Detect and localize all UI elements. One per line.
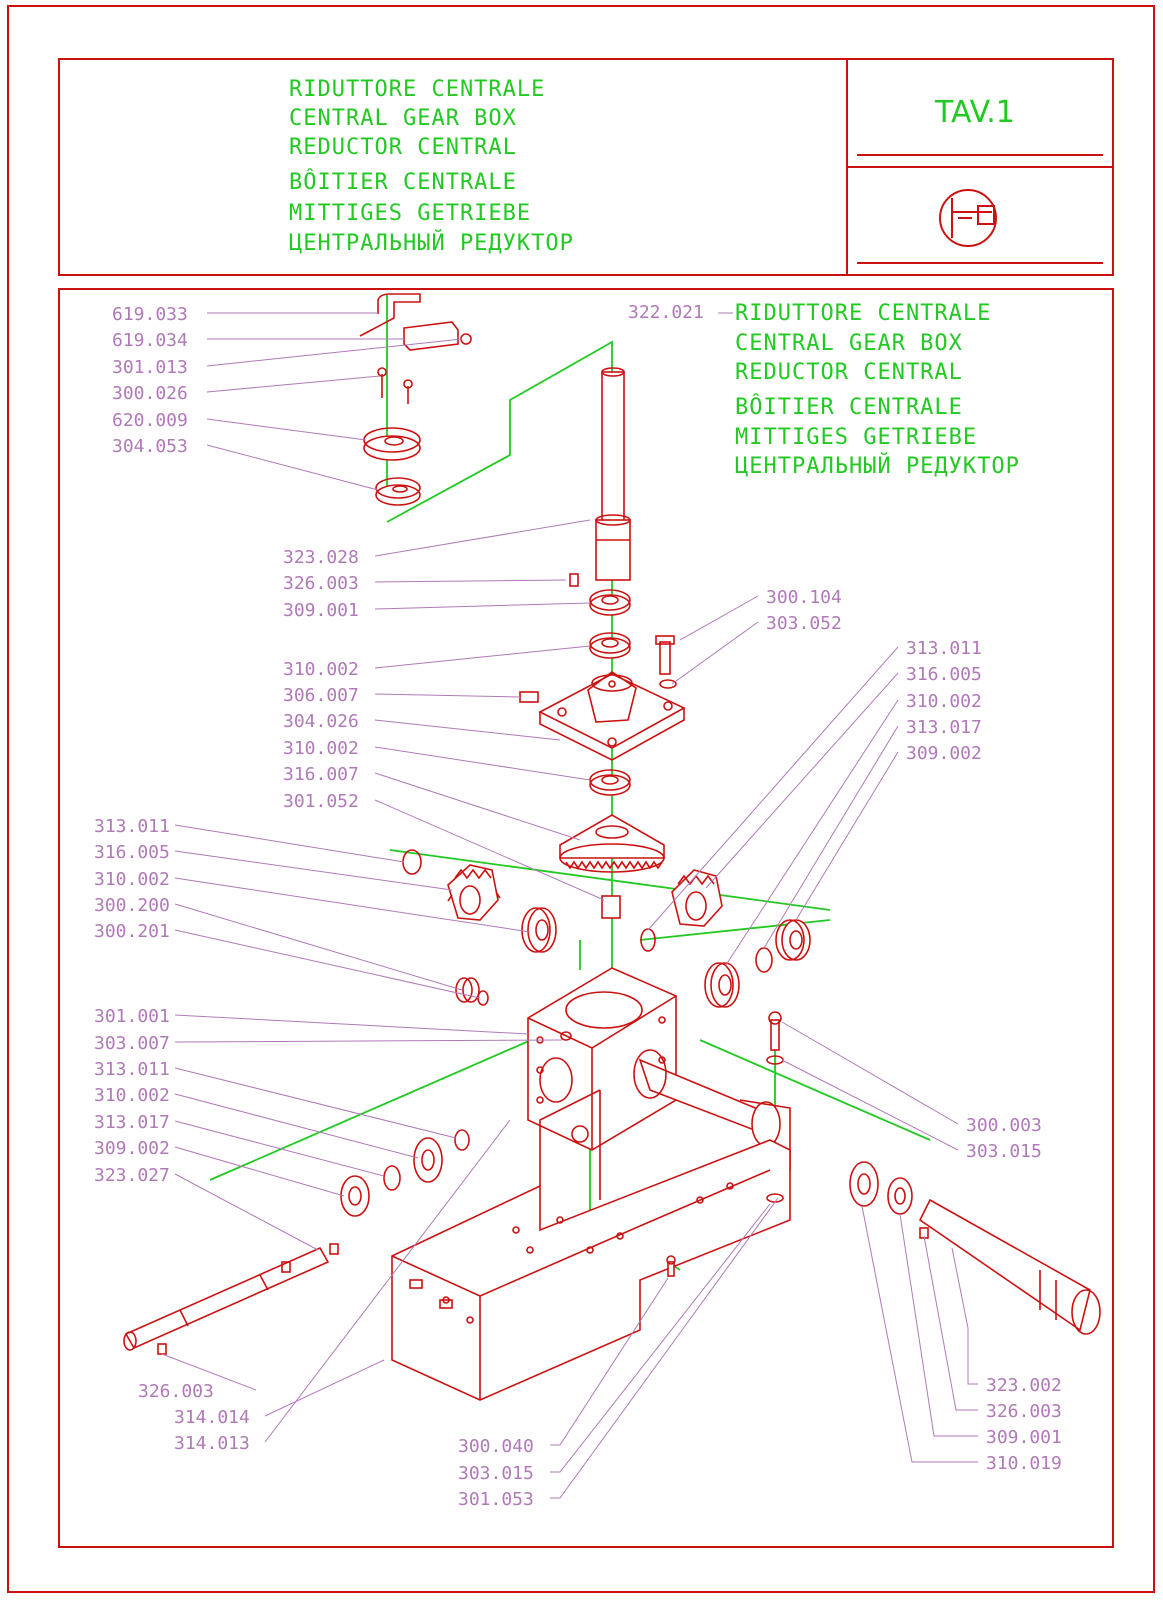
title-block: RIDUTTORE CENTRALE CENTRAL GEAR BOX REDU… [58, 58, 1114, 276]
part-label: 303.015 [458, 1463, 534, 1484]
part-label: 300.104 [766, 587, 842, 608]
part-label: 323.028 [283, 547, 359, 568]
part-label: 310.019 [986, 1453, 1062, 1474]
left-gear-set [402, 849, 557, 1006]
part-label: 326.003 [138, 1381, 214, 1402]
exploded-gearbox-drawing [123, 293, 1101, 1401]
part-label: 310.002 [94, 1085, 170, 1106]
assembly-line-1: RIDUTTORE CENTRALE [735, 301, 991, 326]
top-parts [359, 293, 472, 506]
part-label: 301.053 [458, 1489, 534, 1510]
part-label: 303.052 [766, 613, 842, 634]
cover-plate [538, 671, 686, 761]
part-label: 310.002 [94, 869, 170, 890]
logo-icon [939, 189, 997, 247]
part-label: 309.001 [283, 600, 359, 621]
assembly-line-4: BÔITIER CENTRALE [735, 394, 963, 420]
title-line-5: MITTIGES GETRIEBE [289, 201, 531, 226]
title-line-2: CENTRAL GEAR BOX [289, 106, 517, 131]
right-gear-set [640, 869, 811, 1008]
part-label: 619.034 [112, 330, 188, 351]
part-label: 313.017 [94, 1112, 170, 1133]
part-label: 316.005 [94, 842, 170, 863]
part-label: 316.005 [906, 664, 982, 685]
part-label: 301.013 [112, 357, 188, 378]
part-label: 310.002 [283, 659, 359, 680]
part-label: 326.003 [986, 1401, 1062, 1422]
part-label: 310.002 [906, 691, 982, 712]
left-output-shaft [123, 1129, 470, 1355]
assembly-line-6: ЦЕНТРАЛЬНЫЙ РЕДУКТОР [735, 453, 1020, 479]
part-label: 314.013 [174, 1433, 250, 1454]
title-line-6: ЦЕНТРАЛЬНЫЙ РЕДУКТОР [289, 230, 574, 256]
part-label: 310.002 [283, 738, 359, 759]
part-labels-left: 619.033 619.034 301.013 300.026 620.009 … [94, 304, 359, 1186]
part-label: 300.026 [112, 383, 188, 404]
title-line-4: BÔITIER CENTRALE [289, 169, 517, 195]
part-label: 309.002 [94, 1138, 170, 1159]
sheet-border [7, 5, 1155, 1593]
table-number: TAV.1 [934, 95, 1015, 130]
part-label: 306.007 [283, 685, 359, 706]
part-label: 304.053 [112, 436, 188, 457]
part-label: 309.002 [906, 743, 982, 764]
part-label: 316.007 [283, 764, 359, 785]
part-label: 309.001 [986, 1427, 1062, 1448]
part-label: 323.002 [986, 1375, 1062, 1396]
part-label: 323.027 [94, 1165, 170, 1186]
part-label: 314.014 [174, 1407, 250, 1428]
part-label: 301.001 [94, 1006, 170, 1027]
part-label: 620.009 [112, 410, 188, 431]
title-lines: RIDUTTORE CENTRALE CENTRAL GEAR BOX REDU… [289, 77, 574, 256]
part-label: 313.011 [94, 816, 170, 837]
assembly-line-2: CENTRAL GEAR BOX [735, 331, 963, 356]
part-label: 303.007 [94, 1033, 170, 1054]
assembly-title: 322.021 RIDUTTORE CENTRALE CENTRAL GEAR … [628, 301, 1020, 479]
title-line-1: RIDUTTORE CENTRALE [289, 77, 545, 102]
bottom-screw [666, 1255, 676, 1277]
part-label: 313.011 [94, 1059, 170, 1080]
part-labels-right: 300.104 303.052 313.011 316.005 310.002 … [766, 587, 1062, 1474]
right-output-shaft [849, 1161, 1101, 1335]
gearbox-housing [527, 967, 677, 1151]
part-label: 313.017 [906, 717, 982, 738]
crown-gear [559, 814, 665, 919]
leader-lines [161, 312, 978, 1499]
part-label: 301.052 [283, 791, 359, 812]
part-label: 300.201 [94, 921, 170, 942]
part-label: 326.003 [283, 573, 359, 594]
part-label: 300.040 [458, 1436, 534, 1457]
assembly-line-5: MITTIGES GETRIEBE [735, 425, 977, 450]
part-label: 303.015 [966, 1141, 1042, 1162]
part-label: 300.200 [94, 895, 170, 916]
part-label: 304.026 [283, 711, 359, 732]
assembly-code: 322.021 [628, 302, 704, 323]
drawing-frame [58, 288, 1114, 1548]
chassis-frame [391, 1089, 791, 1401]
part-labels-bottom: 326.003 314.014 314.013 300.040 303.015 … [138, 1381, 534, 1510]
part-label: 619.033 [112, 304, 188, 325]
part-label: 300.003 [966, 1115, 1042, 1136]
part-label: 313.011 [906, 638, 982, 659]
assembly-line-3: REDUCTOR CENTRAL [735, 360, 963, 385]
title-line-3: REDUCTOR CENTRAL [289, 135, 517, 160]
vertical-shaft [569, 367, 631, 587]
